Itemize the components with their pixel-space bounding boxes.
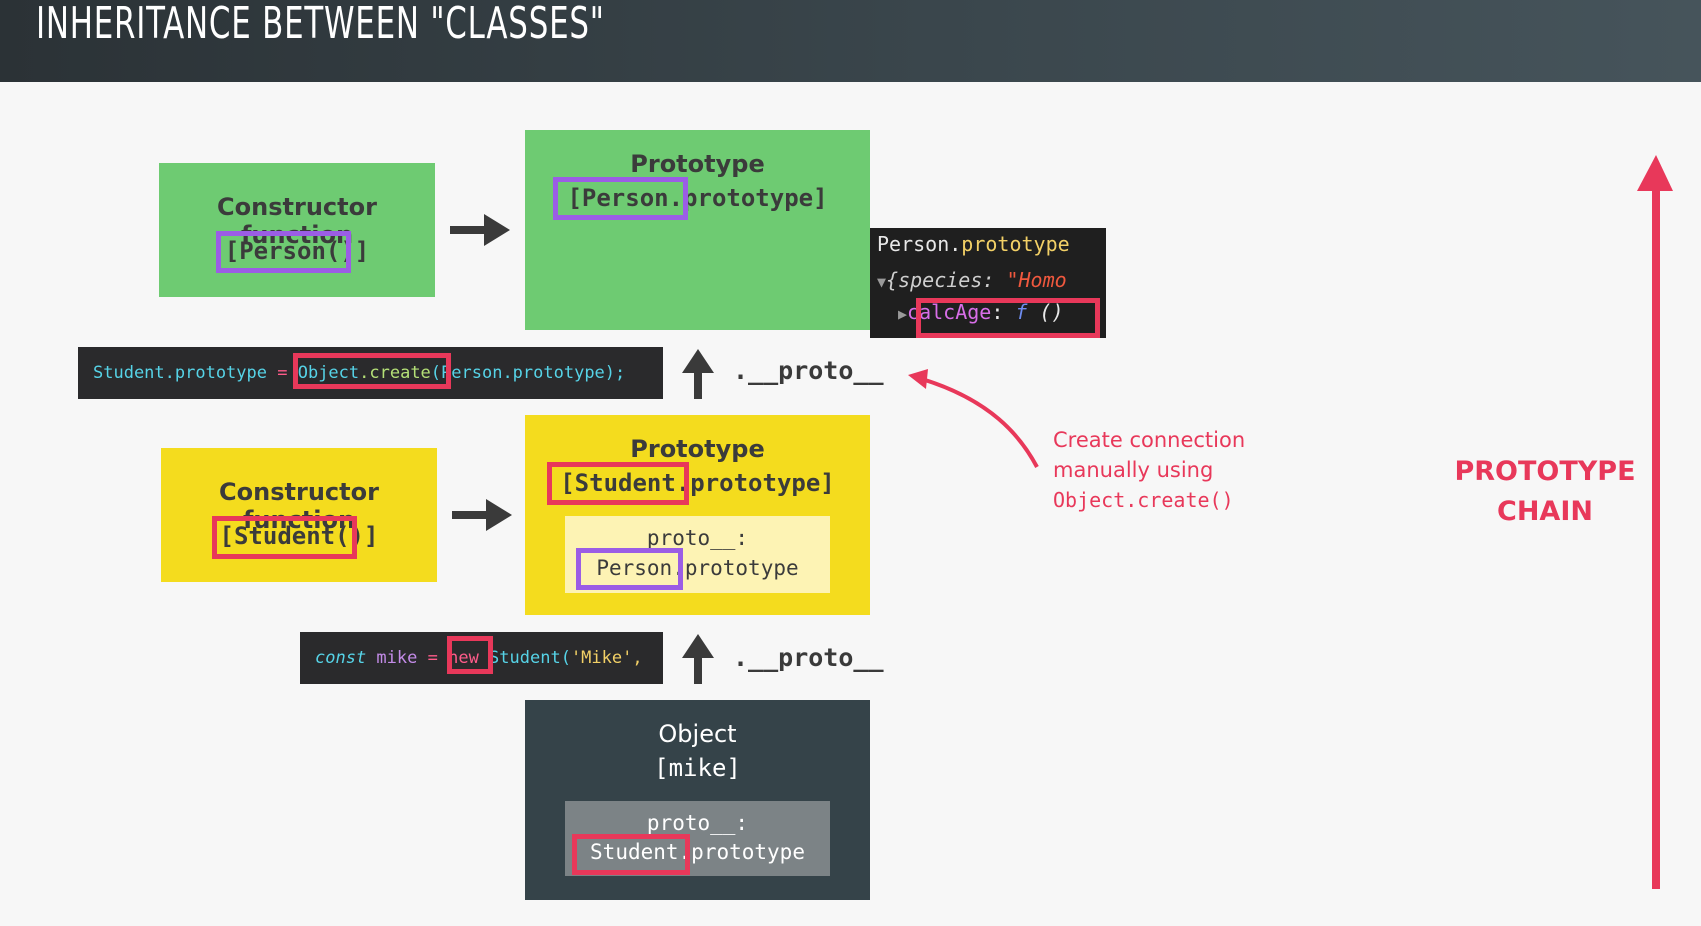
person-constructor-box: Constructor function [Person()]: [159, 163, 435, 297]
student-proto-line-1: proto__:: [646, 526, 749, 550]
student-ref-highlight: [572, 834, 690, 875]
person-ref-highlight: [576, 548, 683, 590]
console-line-2: ▼{species: "Homo: [877, 268, 1067, 292]
person-constructor-highlight: [216, 231, 351, 273]
person-prototype-code: [Person.prototype]: [567, 184, 828, 212]
mike-object-title: Object: [658, 720, 737, 748]
student-constructor-box: Constructor function [Student()]: [161, 448, 437, 582]
create-connection-note: Create connection manually using Object.…: [1053, 425, 1293, 515]
note-line-3: Object.create(): [1053, 488, 1234, 512]
arrow-right-icon: [450, 214, 510, 246]
student-constructor-code: [Student()]: [219, 522, 379, 550]
proto-label-upper: .__proto__: [733, 356, 884, 385]
console-line-3: ▶calcAge: f (): [898, 300, 1064, 324]
mike-object-code: [mike]: [654, 754, 741, 782]
calcage-highlight: [916, 298, 1100, 338]
mike-proto-line-2: Student.prototype: [590, 840, 805, 864]
chain-line-1: PROTOTYPE: [1454, 456, 1636, 487]
student-prototype-box: Prototype [Student.prototype] proto__: P…: [525, 415, 870, 615]
note-line-1: Create connection: [1053, 428, 1246, 452]
arrow-up-icon: [682, 634, 714, 684]
curved-arrow-icon: [908, 369, 1039, 468]
prototype-chain-arrow-icon: [1637, 155, 1673, 889]
note-line-2: manually using: [1053, 458, 1214, 482]
object-create-highlight: [293, 353, 451, 389]
devtools-console-preview: Person.prototype ▼{species: "Homo ▶calcA…: [870, 228, 1106, 338]
student-prototype-code: [Student.prototype]: [560, 469, 835, 497]
triangle-right-icon[interactable]: ▶: [898, 305, 908, 323]
person-prototype-box: Prototype [Person.prototype]: [525, 130, 870, 330]
student-prototype-highlight: [547, 462, 689, 505]
mike-proto-line-1: proto__:: [646, 811, 749, 835]
person-prototype-highlight: [553, 177, 688, 220]
student-prototype-proto-box: proto__: Person.prototype: [565, 516, 830, 593]
new-keyword-highlight: [447, 636, 493, 674]
page-title: INHERITANCE BETWEEN "CLASSES": [36, 0, 605, 49]
prototype-chain-label: PROTOTYPE CHAIN: [1440, 452, 1650, 532]
arrow-right-icon: [452, 499, 512, 531]
triangle-down-icon[interactable]: ▼: [877, 273, 887, 291]
student-proto-line-2: Person.prototype: [596, 556, 799, 580]
student-constructor-highlight: [212, 516, 357, 559]
proto-label-lower: .__proto__: [733, 643, 884, 672]
console-line-1: Person.prototype: [877, 232, 1070, 256]
header-bar: [0, 0, 1701, 82]
person-constructor-code: [Person()]: [224, 237, 370, 265]
person-prototype-title: Prototype: [630, 150, 765, 178]
student-prototype-title: Prototype: [630, 435, 765, 463]
arrow-up-icon: [682, 349, 714, 399]
chain-line-2: CHAIN: [1497, 496, 1593, 527]
